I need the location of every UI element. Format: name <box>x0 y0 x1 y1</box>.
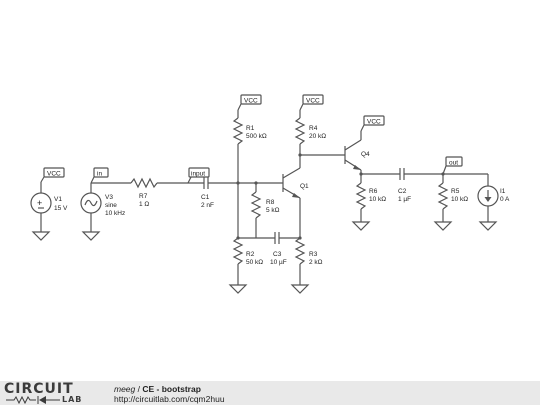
v3-name: V3 <box>105 194 113 201</box>
r7-value: 1 Ω <box>139 201 149 208</box>
svg-text:+: + <box>37 198 42 208</box>
circuit-title: CE - bootstrap <box>142 384 201 394</box>
resistor-r7: R7 1 Ω <box>130 177 158 208</box>
vcc-flag-q4: VCC <box>360 115 385 140</box>
resistor-r5: R5 10 kΩ <box>433 174 468 231</box>
svg-text:out: out <box>449 160 458 167</box>
logo-circuit-icon <box>6 395 60 404</box>
r3-name: R3 <box>309 251 318 258</box>
r8-value: 5 kΩ <box>266 207 280 214</box>
v3-value: 10 kHz <box>105 210 125 217</box>
svg-text:input: input <box>191 171 205 178</box>
vcc-flag-r1: VCC <box>237 94 262 111</box>
resistor-r1: R1 500 kΩ <box>232 110 267 183</box>
capacitor-c2: C2 1 µF <box>398 168 411 203</box>
resistor-r4: R4 20 kΩ <box>294 110 326 155</box>
v1-value: 15 V <box>54 205 68 212</box>
r8-name: R8 <box>266 199 275 206</box>
r3-value: 2 kΩ <box>309 259 323 266</box>
footer-bar: CIRCUIT LAB meeg / CE - bootstrap http:/… <box>0 381 540 405</box>
meta-separator: / <box>135 384 143 394</box>
author-link[interactable]: meeg <box>114 384 136 394</box>
r6-value: 10 kΩ <box>369 196 386 203</box>
svg-text:VCC: VCC <box>47 171 61 178</box>
c1-name: C1 <box>201 194 210 201</box>
c2-name: C2 <box>398 188 407 195</box>
r5-name: R5 <box>451 188 460 195</box>
c2-value: 1 µF <box>398 196 411 203</box>
vcc-flag-r4: VCC <box>299 94 324 111</box>
transistor-q1: Q1 <box>282 167 309 199</box>
circuitlab-logo: CIRCUIT LAB <box>2 381 94 405</box>
c3-name: C3 <box>273 251 282 258</box>
transistor-q4: Q4 <box>344 139 370 171</box>
resistor-r8: R8 5 kΩ <box>250 191 280 238</box>
resistor-r2: R2 50 kΩ <box>228 237 263 294</box>
r1-value: 500 kΩ <box>246 133 267 140</box>
current-source-i1: I1 0 A <box>477 174 510 231</box>
r1-name: R1 <box>246 125 255 132</box>
q4-name: Q4 <box>361 151 370 158</box>
c1-value: 2 nF <box>201 202 214 209</box>
capacitor-c1: C1 2 nF <box>201 177 214 209</box>
r2-value: 50 kΩ <box>246 259 263 266</box>
svg-text:VCC: VCC <box>306 98 320 105</box>
circuit-url[interactable]: http://circuitlab.com/cqm2huu <box>114 394 225 404</box>
net-label-out: out <box>442 156 463 175</box>
net-label-in: in <box>90 167 109 184</box>
svg-text:VCC: VCC <box>367 119 381 126</box>
logo-bottom-text: LAB <box>62 395 83 404</box>
r4-name: R4 <box>309 125 318 132</box>
v3-type: sine <box>105 202 117 209</box>
r2-name: R2 <box>246 251 255 258</box>
logo-top-text: CIRCUIT <box>4 381 74 397</box>
r4-value: 20 kΩ <box>309 133 326 140</box>
circuit-schematic: + V1 15 V VCC V3 sine 10 kHz in R7 1 Ω <box>30 94 510 294</box>
q1-name: Q1 <box>300 183 309 190</box>
i1-value: 0 A <box>500 196 510 203</box>
r7-name: R7 <box>139 193 148 200</box>
circuit-meta: meeg / CE - bootstrap <box>114 384 201 394</box>
capacitor-c3: C3 10 µF <box>270 232 287 266</box>
vcc-flag-v1: VCC <box>40 167 65 183</box>
v3-source: V3 sine 10 kHz <box>80 183 125 241</box>
svg-text:VCC: VCC <box>244 98 258 105</box>
r5-value: 10 kΩ <box>451 196 468 203</box>
net-label-input: input <box>187 167 210 184</box>
r6-name: R6 <box>369 188 378 195</box>
v1-source: + V1 15 V <box>30 182 68 241</box>
i1-name: I1 <box>500 188 506 195</box>
c3-value: 10 µF <box>270 259 287 266</box>
resistor-r6: R6 10 kΩ <box>351 174 386 231</box>
v1-name: V1 <box>54 196 62 203</box>
svg-text:in: in <box>97 171 102 178</box>
resistor-r3: R3 2 kΩ <box>290 237 323 294</box>
